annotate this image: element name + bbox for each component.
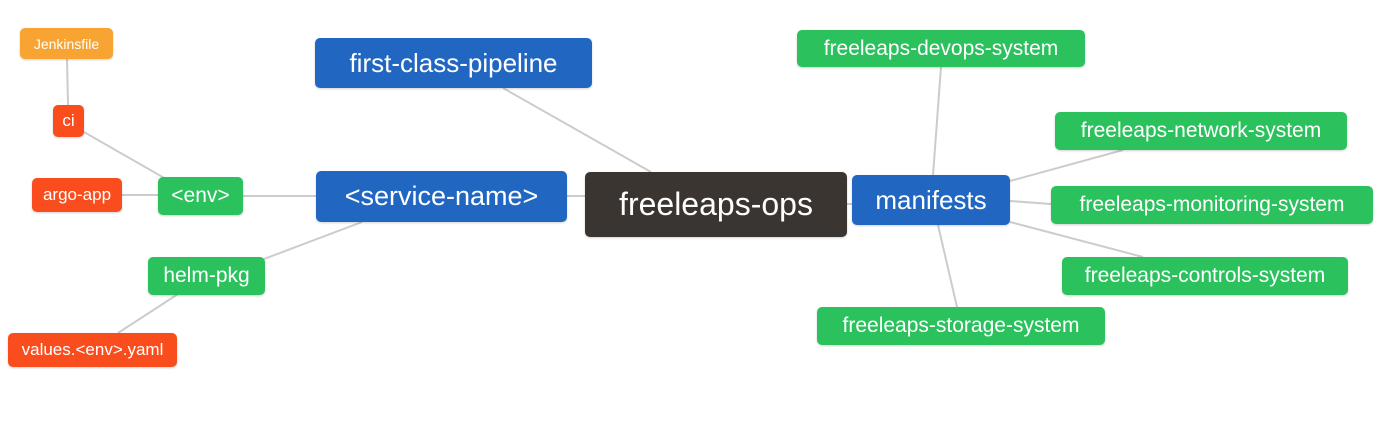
node-argo-app[interactable]: argo-app [32,178,122,212]
edge-ci-env [83,131,167,180]
node-ci[interactable]: ci [53,105,84,137]
node-freeleaps-storage-system[interactable]: freeleaps-storage-system [817,307,1105,345]
edge-manifests-monitoring [1009,200,1052,205]
node-env[interactable]: <env> [158,177,243,215]
edge-manifests-controls [1009,221,1144,258]
node-manifests[interactable]: manifests [852,175,1010,225]
node-freeleaps-network-system[interactable]: freeleaps-network-system [1055,112,1347,150]
node-service-name[interactable]: <service-name> [316,171,567,222]
edge-jenkinsfile-ci [66,58,69,106]
edge-helm-pkg-service-name [263,221,363,260]
node-jenkinsfile[interactable]: Jenkinsfile [20,28,113,59]
node-freeleaps-ops[interactable]: freeleaps-ops [585,172,847,237]
edge-pipeline-ops [502,87,652,173]
node-freeleaps-monitoring-system[interactable]: freeleaps-monitoring-system [1051,186,1373,224]
edge-manifests-storage [937,224,958,308]
node-helm-pkg[interactable]: helm-pkg [148,257,265,295]
edge-values-helm-pkg [117,293,179,334]
node-freeleaps-controls-system[interactable]: freeleaps-controls-system [1062,257,1348,295]
node-values-env-yaml[interactable]: values.<env>.yaml [8,333,177,367]
edge-manifests-devops [932,66,942,176]
node-freeleaps-devops-system[interactable]: freeleaps-devops-system [797,30,1085,67]
node-first-class-pipeline[interactable]: first-class-pipeline [315,38,592,88]
edge-manifests-network [1009,149,1124,182]
